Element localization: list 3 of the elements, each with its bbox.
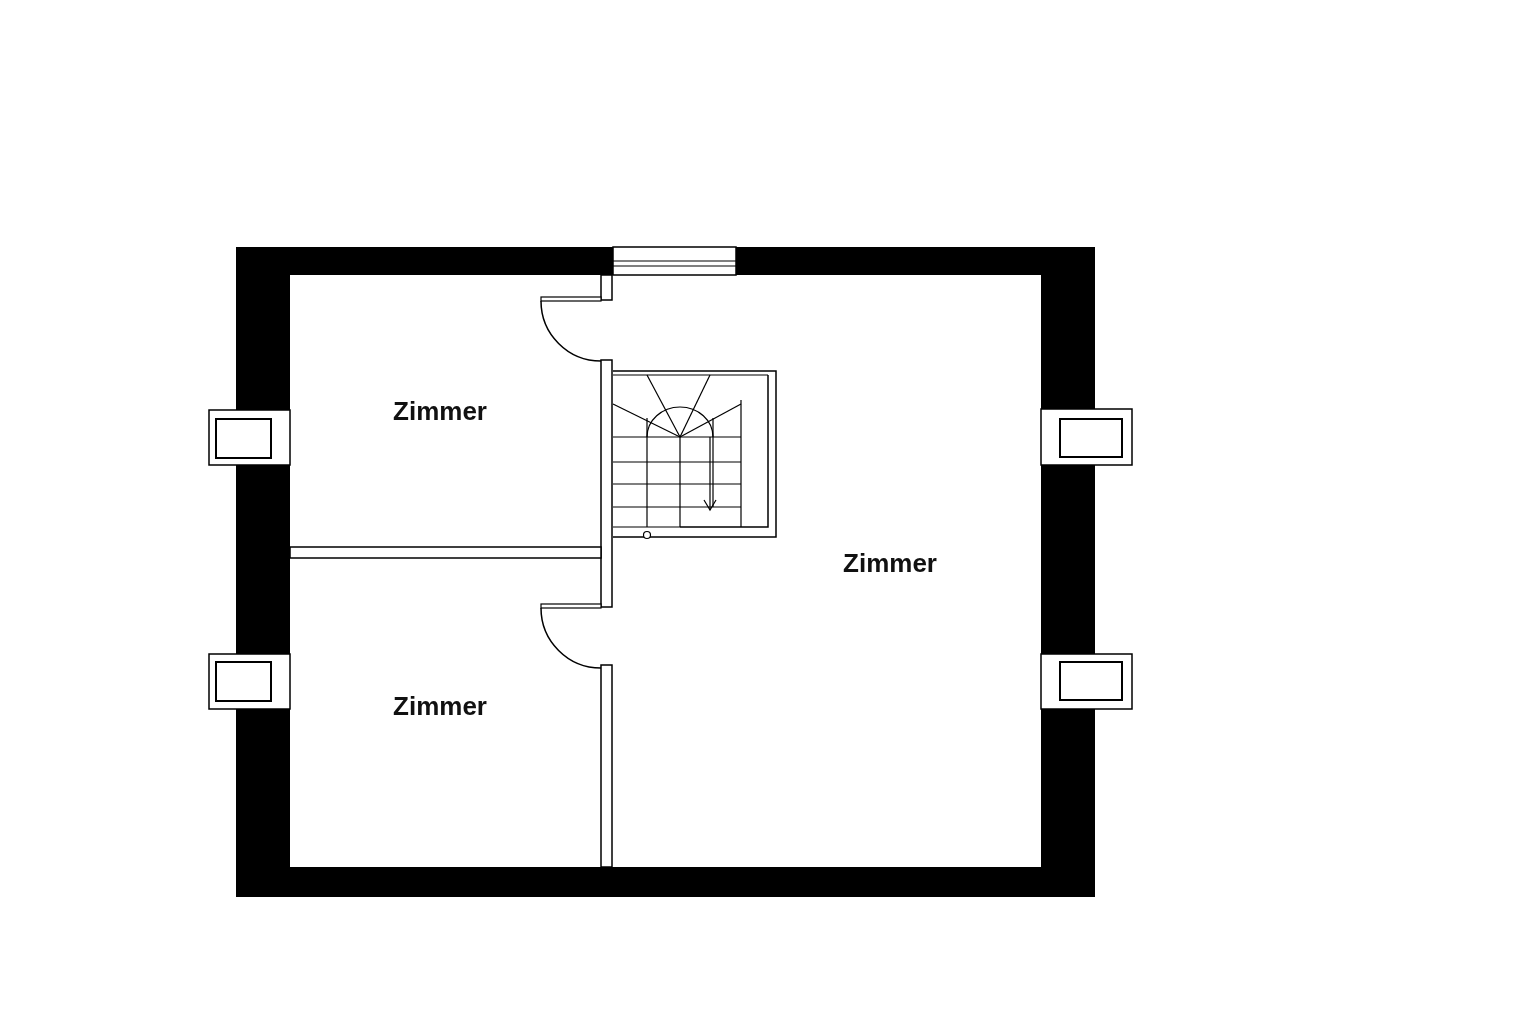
room-label: Zimmer [393,690,487,722]
room-label: Zimmer [843,547,937,579]
room-label: Zimmer [393,395,487,427]
